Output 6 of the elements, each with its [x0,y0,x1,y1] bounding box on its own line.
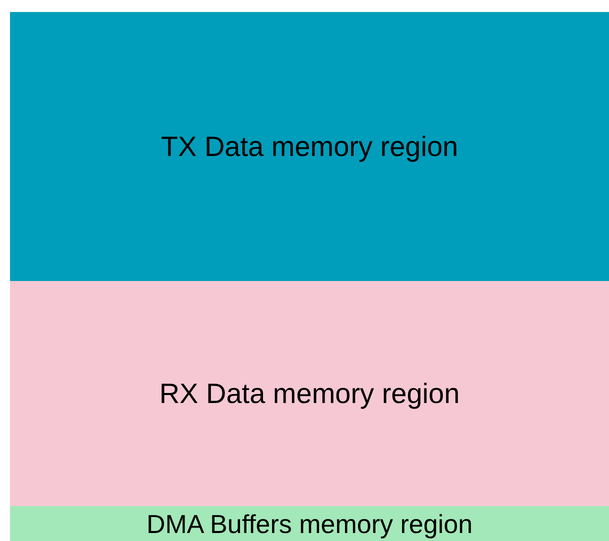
region-label: RX Data memory region [159,378,460,410]
memory-region-band [10,12,609,281]
memory-region-band [10,506,609,541]
memory-region-band [10,281,609,506]
region-label: TX Data memory region [160,130,458,162]
region-label: DMA Buffers memory region [146,508,473,538]
